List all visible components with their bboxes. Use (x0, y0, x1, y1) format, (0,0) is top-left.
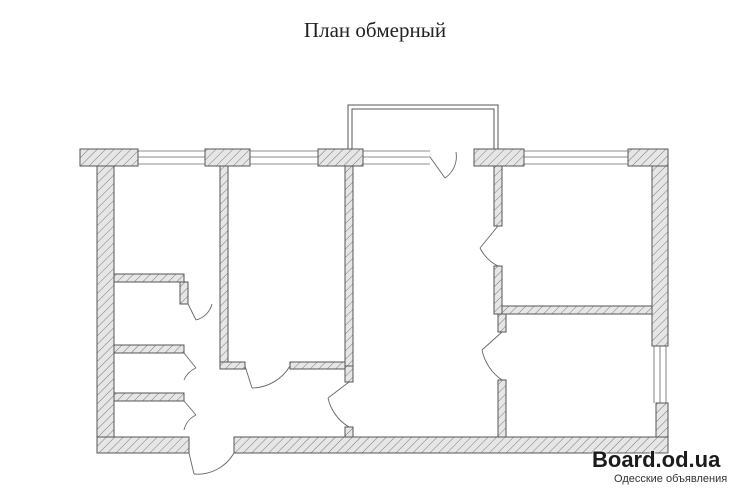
wall (219, 165, 229, 363)
wall (497, 313, 507, 333)
wall-pier (79, 148, 139, 167)
watermark-tagline: Одесские объявления (614, 473, 728, 485)
wall-pier (473, 148, 525, 167)
wall (344, 426, 354, 438)
wall-pier (204, 148, 251, 167)
outer-walls (79, 148, 669, 454)
windows (138, 150, 667, 403)
watermark-logo: Board.od.ua (592, 447, 721, 472)
doors (183, 151, 503, 475)
wall (497, 379, 507, 438)
wall (179, 281, 189, 305)
wall-left (96, 165, 115, 454)
wall (219, 361, 246, 370)
wall-pier (317, 148, 364, 167)
interior-walls (113, 165, 653, 438)
wall-pier (627, 148, 669, 167)
balcony (347, 104, 499, 149)
wall (493, 265, 503, 315)
wall (344, 165, 354, 367)
wall (344, 365, 354, 383)
wall (289, 361, 353, 370)
wall-bottom-left (96, 436, 190, 454)
wall (501, 305, 653, 315)
wall (113, 392, 185, 402)
wall-bottom-right (233, 436, 669, 454)
wall (113, 273, 185, 283)
plan-title: План обмерный (303, 18, 447, 42)
wall (493, 165, 503, 227)
wall-right (651, 165, 669, 347)
wall (113, 344, 185, 354)
